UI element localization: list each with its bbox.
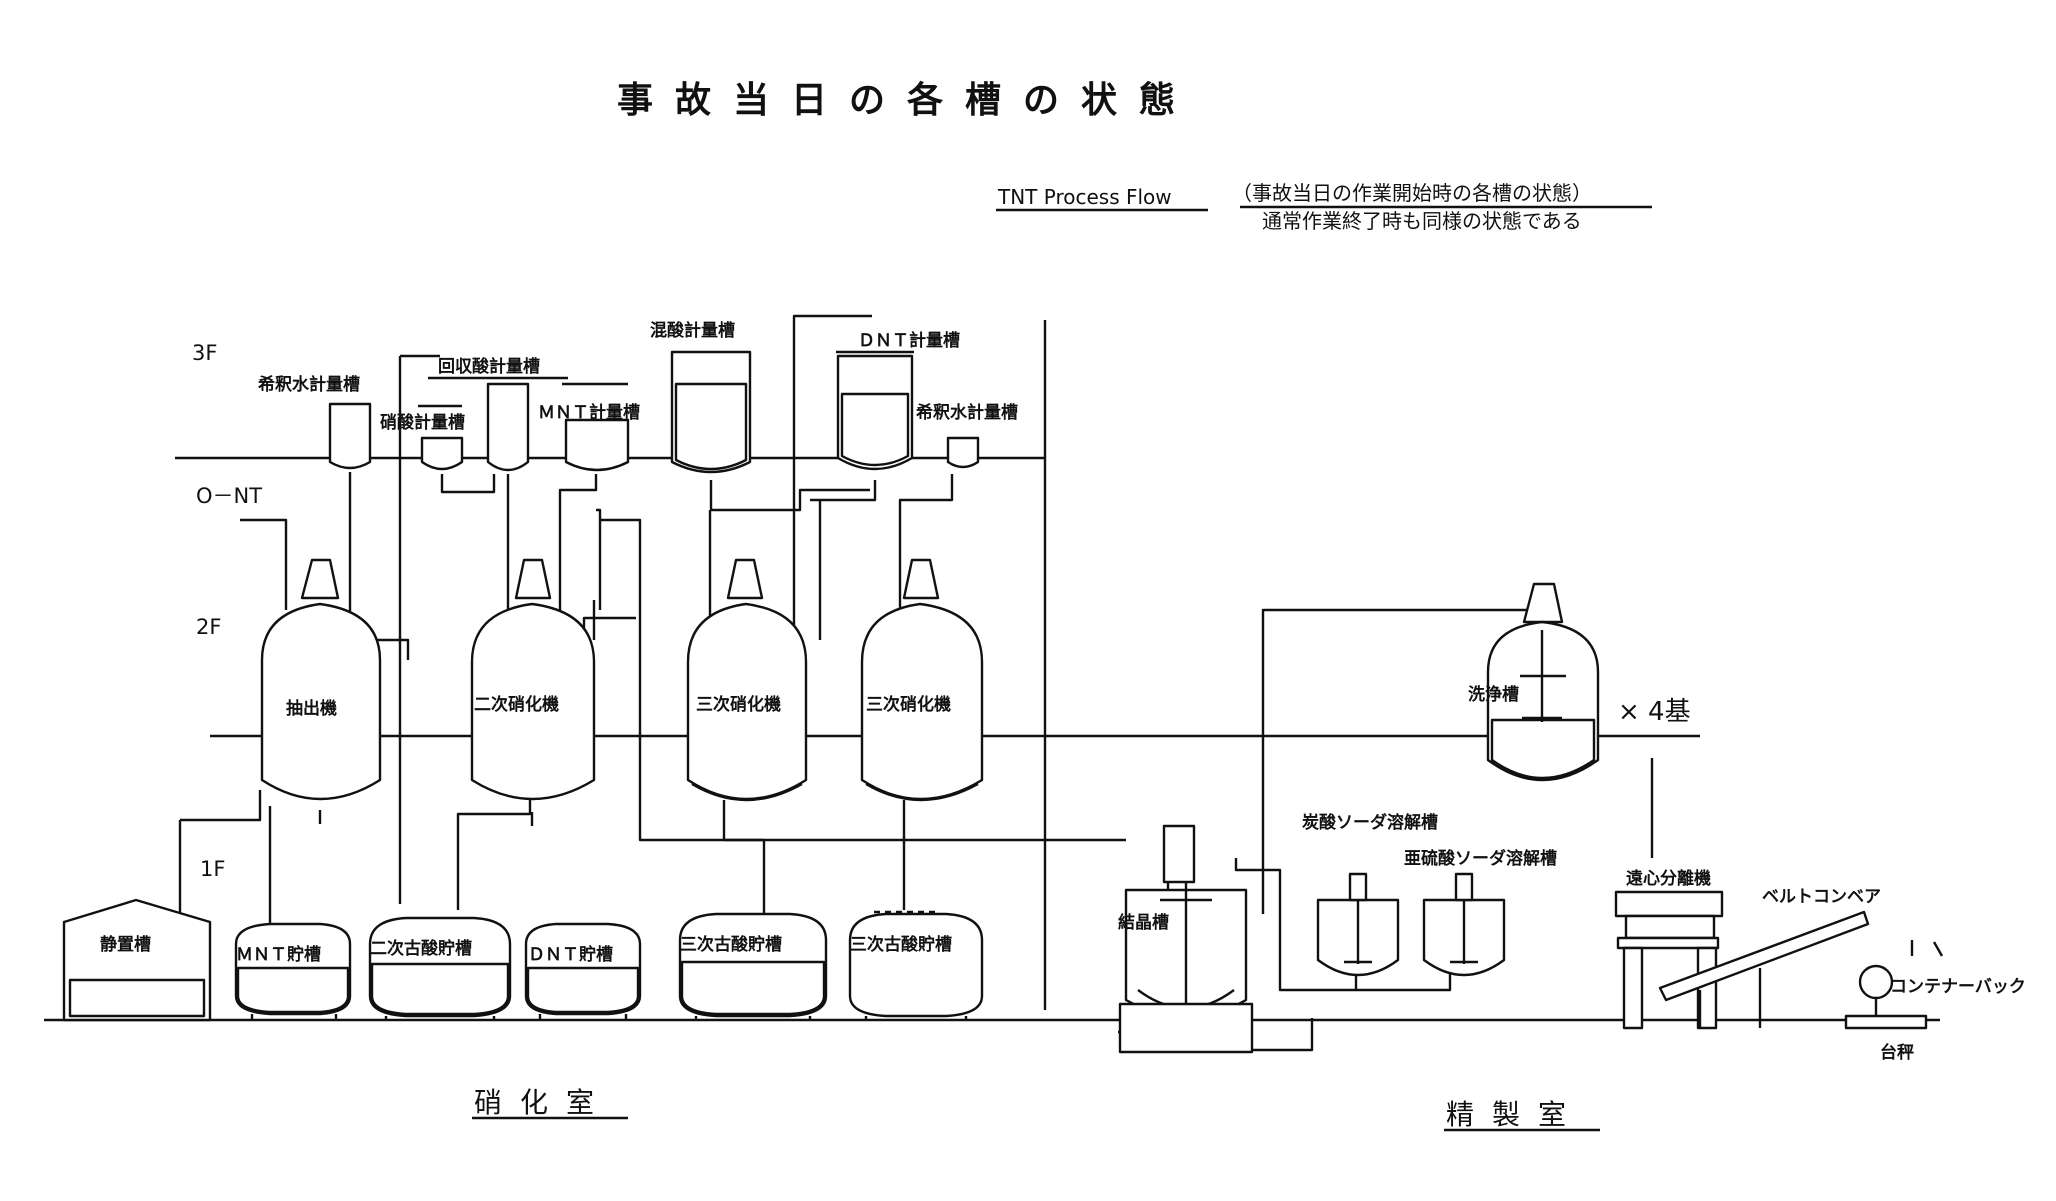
dilution-water-tank-left: 希釈水計量槽 [258, 374, 372, 470]
recovered-acid-tank: 回収酸計量槽 [428, 356, 568, 472]
page-title: 事故当日の各槽の状態 [617, 80, 1197, 121]
centrifuge-label: 遠心分離機 [1626, 868, 1711, 889]
soda-carbonate-label: 炭酸ソーダ溶解槽 [1302, 812, 1438, 833]
container-bag-station: コンテナーバック 台秤 [1844, 940, 2026, 1063]
platform-scale-label: 台秤 [1880, 1042, 1914, 1063]
room-label-nitration: 硝化室 [474, 1086, 612, 1119]
flow-label: TNT Process Flow [997, 185, 1172, 209]
mixed-acid-tank: 混酸計量槽 [650, 320, 752, 474]
dilution-water-tank-left-label: 希釈水計量槽 [258, 374, 360, 395]
washing-tank-count: × 4基 [1618, 697, 1691, 727]
settling-tank: 静置槽 [62, 898, 212, 1022]
mnt-storage-label: ＭＮＴ貯槽 [236, 944, 321, 965]
dnt-storage-tank: ＤＮＴ貯槽 [524, 922, 642, 1020]
third-nitrator-vessel-b: 三次硝化機 [860, 558, 984, 802]
container-bag-label: コンテナーバック [1890, 977, 2026, 997]
mnt-storage-tank: ＭＮＴ貯槽 [234, 922, 352, 1020]
dnt-measuring-tank-label: ＤＮＴ計量槽 [858, 330, 960, 351]
recovered-acid-tank-label: 回収酸計量槽 [438, 356, 540, 377]
second-waste-acid-label: 二次古酸貯槽 [370, 938, 472, 959]
nitric-acid-tank-label: 硝酸計量槽 [380, 412, 465, 433]
crystallizer: 結晶槽 [1118, 824, 1254, 1054]
extractor-vessel: 抽出機 [260, 558, 382, 824]
third-nitrator-a-label: 三次硝化機 [696, 694, 781, 715]
centrifuge: 遠心分離機 [1614, 868, 1724, 1030]
crystallizer-label: 結晶槽 [1118, 912, 1169, 933]
note-line-1: （事故当日の作業開始時の各槽の状態） [1232, 181, 1592, 205]
extractor-label: 抽出機 [286, 698, 337, 719]
mnt-measuring-tank-label: ＭＮＴ計量槽 [538, 402, 640, 423]
room-label-refining: 精製室 [1446, 1098, 1584, 1131]
second-waste-acid-tank: 二次古酸貯槽 [368, 916, 512, 1020]
third-nitrator-b-label: 三次硝化機 [866, 694, 951, 715]
third-waste-acid-b-label: 三次古酸貯槽 [850, 934, 952, 955]
third-waste-acid-tank-b: 三次古酸貯槽 [848, 910, 984, 1020]
mnt-measuring-tank: ＭＮＴ計量槽 [538, 382, 640, 472]
dnt-storage-label: ＤＮＴ貯槽 [528, 944, 613, 965]
feed-label-ont: O－NT [196, 484, 262, 508]
note-line-2: 通常作業終了時も同様の状態である [1262, 209, 1582, 233]
third-waste-acid-a-label: 三次古酸貯槽 [680, 934, 782, 955]
floor-label-3f: 3F [192, 341, 217, 365]
dnt-measuring-tank: ＤＮＴ計量槽 [836, 330, 960, 471]
floor-label-2f: 2F [196, 615, 221, 639]
settling-tank-label: 静置槽 [100, 934, 151, 955]
floor-label-1f: 1F [200, 857, 225, 881]
soda-carbonate-tank: 炭酸ソーダ溶解槽 [1302, 812, 1438, 977]
nitric-acid-tank: 硝酸計量槽 [380, 404, 465, 471]
second-nitrator-vessel: 二次硝化機 [470, 558, 596, 826]
mixed-acid-tank-label: 混酸計量槽 [650, 320, 735, 341]
third-waste-acid-tank-a: 三次古酸貯槽 [678, 912, 828, 1020]
washing-tank-label: 洗浄槽 [1468, 684, 1519, 705]
second-nitrator-label: 二次硝化機 [474, 694, 559, 715]
belt-conveyor: ベルトコンベア [1658, 887, 1881, 1028]
third-nitrator-vessel-a: 三次硝化機 [686, 558, 808, 802]
belt-conveyor-label: ベルトコンベア [1762, 887, 1881, 907]
dilution-water-tank-right-label: 希釈水計量槽 [916, 402, 1018, 423]
sodium-sulfite-tank: 亜硫酸ソーダ溶解槽 [1404, 848, 1557, 977]
sodium-sulfite-label: 亜硫酸ソーダ溶解槽 [1404, 848, 1557, 869]
washing-tank: 洗浄槽 × 4基 [1468, 582, 1691, 782]
dilution-water-tank-right: 希釈水計量槽 [916, 402, 1018, 469]
